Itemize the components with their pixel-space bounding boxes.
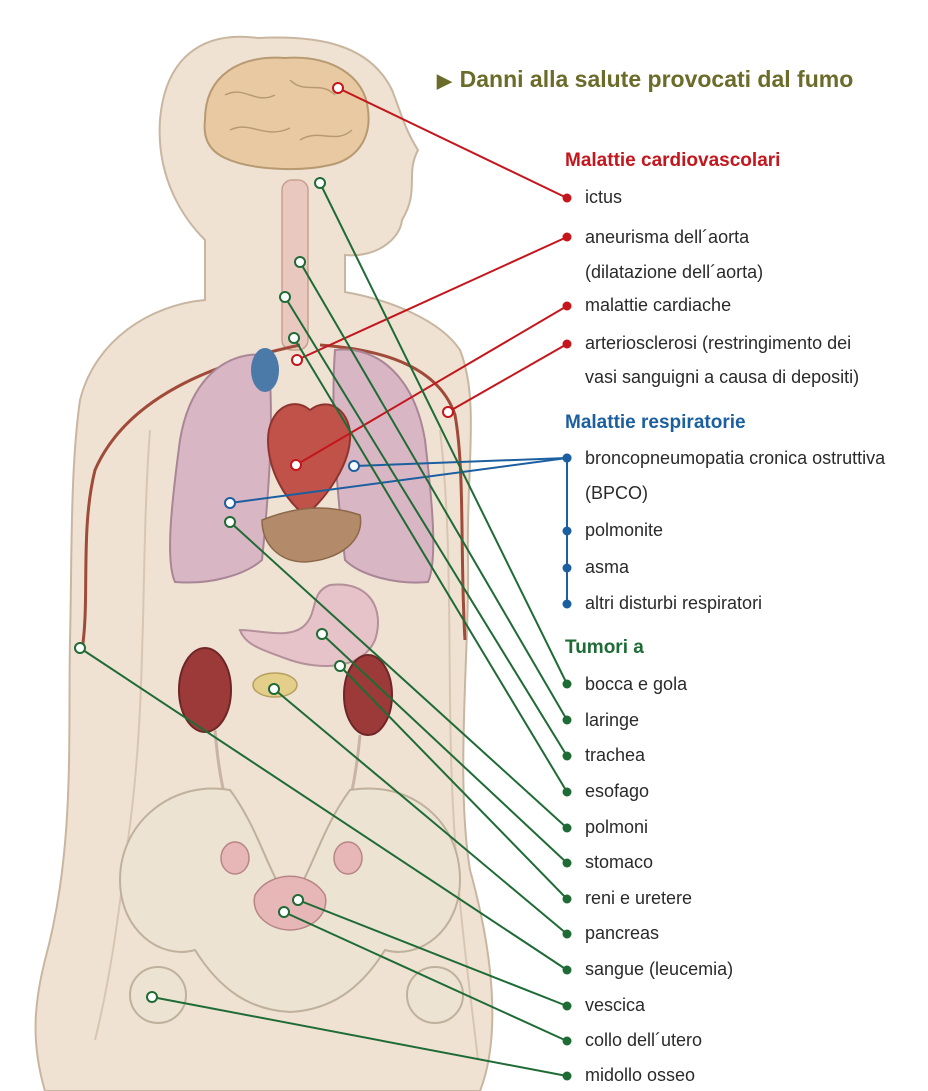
leader-anchor-midollo-osseo [147, 992, 157, 1002]
list-item-polmoni: polmoni [585, 817, 648, 838]
bullet-bocca-gola [563, 680, 572, 689]
list-item-midollo-osseo: midollo osseo [585, 1065, 695, 1086]
bullet-collo-utero [563, 1037, 572, 1046]
ovary-left [221, 842, 249, 874]
bullet-stomaco [563, 859, 572, 868]
leader-anchor-bocca-gola [315, 178, 325, 188]
heading-tumor: Tumori a [565, 637, 644, 659]
list-item-sangue: sangue (leucemia) [585, 959, 733, 980]
leader-anchor-pancreas [269, 684, 279, 694]
bullet-reni-uretere [563, 895, 572, 904]
bladder [254, 876, 326, 930]
heading-resp: Malattie respiratorie [565, 412, 746, 434]
bullet-esofago [563, 788, 572, 797]
bullet-arteriosclerosi [563, 340, 572, 349]
leader-anchor-laringe [295, 257, 305, 267]
bullet-resp-2 [563, 527, 572, 536]
leader-anchor-bpco-1 [349, 461, 359, 471]
list-item-stomaco: stomaco [585, 852, 653, 873]
leader-anchor-reni-uretere [335, 661, 345, 671]
list-item-asma: asma [585, 557, 629, 578]
bullet-vescica [563, 1002, 572, 1011]
leader-anchor-aneurisma [292, 355, 302, 365]
list-item-esofago: esofago [585, 781, 649, 802]
list-item-trachea: trachea [585, 745, 645, 766]
femur-head-right [407, 967, 463, 1023]
page-title: ▶Danni alla salute provocati dal fumo [437, 66, 853, 93]
list-item-aneurisma-note: (dilatazione dell´aorta) [585, 262, 763, 283]
list-item-arteriosclerosi-note: vasi sanguigni a causa di depositi) [585, 367, 859, 388]
leader-anchor-stomaco [317, 629, 327, 639]
bullet-midollo-osseo [563, 1072, 572, 1081]
bullet-cardiache [563, 302, 572, 311]
list-item-bpco: broncopneumopatia cronica ostruttiva [585, 448, 885, 469]
list-item-altri-disturbi: altri disturbi respiratori [585, 593, 762, 614]
bullet-resp-3 [563, 564, 572, 573]
leader-anchor-polmoni [225, 517, 235, 527]
bullet-trachea [563, 752, 572, 761]
list-item-reni-uretere: reni e uretere [585, 888, 692, 909]
leader-anchor-cardiache [291, 460, 301, 470]
leader-anchor-arteriosclerosi [443, 407, 453, 417]
list-item-bpco-note: (BPCO) [585, 483, 648, 504]
heading-cardio: Malattie cardiovascolari [565, 150, 780, 172]
leader-anchor-collo-utero [279, 907, 289, 917]
bullet-polmoni [563, 824, 572, 833]
bullet-pancreas [563, 930, 572, 939]
bullet-laringe [563, 716, 572, 725]
bullet-ictus [563, 194, 572, 203]
list-item-collo-utero: collo dell´utero [585, 1030, 702, 1051]
list-item-cardiache: malattie cardiache [585, 295, 731, 316]
list-item-polmonite: polmonite [585, 520, 663, 541]
vein-blue [251, 348, 279, 392]
list-item-arteriosclerosi: arteriosclerosi (restringimento dei [585, 333, 851, 354]
list-item-pancreas: pancreas [585, 923, 659, 944]
leader-anchor-esofago [289, 333, 299, 343]
list-item-laringe: laringe [585, 710, 639, 731]
brain [205, 58, 369, 169]
leader-anchor-sangue [75, 643, 85, 653]
list-item-bocca-gola: bocca e gola [585, 674, 687, 695]
bullet-aneurisma [563, 233, 572, 242]
triangle-icon: ▶ [437, 71, 452, 92]
leader-anchor-ictus [333, 83, 343, 93]
bullet-resp-4 [563, 600, 572, 609]
leader-anchor-vescica [293, 895, 303, 905]
list-item-vescica: vescica [585, 995, 645, 1016]
leader-anchor-bpco-2 [225, 498, 235, 508]
ovary-right [334, 842, 362, 874]
leader-anchor-trachea [280, 292, 290, 302]
bullet-sangue [563, 966, 572, 975]
list-item-ictus: ictus [585, 187, 622, 208]
list-item-aneurisma: aneurisma dell´aorta [585, 227, 749, 248]
femur-head-left [130, 967, 186, 1023]
